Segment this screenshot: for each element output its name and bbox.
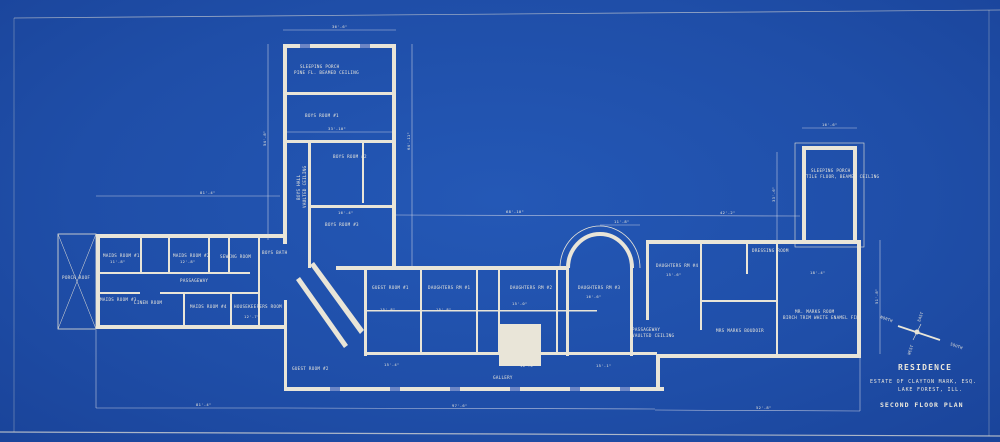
room-label: PASSAGEWAY <box>632 327 660 332</box>
dimension-label: 33'-10" <box>328 126 346 131</box>
dimension-label: 11'-8" <box>110 259 126 264</box>
room-labels: SLEEPING PORCH PINE FL. BEAMED CEILING B… <box>62 64 880 380</box>
dimension-label: 12'-7" <box>244 314 260 319</box>
dimension-label: 16'-4" <box>520 363 536 368</box>
dimension-label: 97'-6" <box>452 403 468 408</box>
room-label: MAIDS ROOM #3 <box>100 297 137 302</box>
room-label: MAIDS ROOM #2 <box>173 253 210 258</box>
dimension-label: 54'-8" <box>262 130 267 146</box>
dimension-label: 18'-4" <box>810 270 826 275</box>
room-label: DRESSING ROOM <box>752 248 789 253</box>
room-label: TILE FLOOR, BEAMED CEILING <box>806 174 880 179</box>
room-label: BOYS ROOM #1 <box>305 113 339 118</box>
room-label: VAULTED CEILING <box>302 166 307 208</box>
dimension-label: 16'-6" <box>586 294 602 299</box>
room-label: SLEEPING PORCH <box>811 168 851 173</box>
dimension-label: 51'-8" <box>874 288 879 304</box>
room-label: BOYS ROOM #3 <box>325 222 359 227</box>
room-label: BIRCH TRIM WHITE ENAMEL FIN. <box>783 315 862 320</box>
room-label: PINE FL. BEAMED CEILING <box>294 70 359 75</box>
room-label: DAUGHTERS RM #4 <box>656 263 698 268</box>
compass-east-label: EAST <box>916 311 924 323</box>
dimension-label: 12'-8" <box>180 259 196 264</box>
estate-location: LAKE FOREST, ILL. <box>898 387 963 393</box>
room-label: BOYS HALL <box>296 174 301 200</box>
room-label: BOYS ROOM #2 <box>333 154 367 159</box>
room-label: GUEST ROOM #1 <box>372 285 409 290</box>
dimension-label: 64'-11" <box>406 132 411 150</box>
room-label: DAUGHTERS RM #1 <box>428 285 470 290</box>
dimension-label: 36'-6" <box>332 24 348 29</box>
room-label: LINEN ROOM <box>134 300 162 305</box>
room-label: MAIDS ROOM #1 <box>103 253 140 258</box>
drawing-title: RESIDENCE <box>898 363 952 372</box>
dimension-label: 15'-8" <box>380 307 396 312</box>
dimension-label: 15'-6" <box>666 272 682 277</box>
room-label: DAUGHTERS RM #2 <box>510 285 552 290</box>
room-label: PORCH ROOF <box>62 275 90 280</box>
room-label: MRS MARKS BOUDOIR <box>716 328 764 333</box>
room-label: VAULTED CEILING <box>632 333 674 338</box>
dimension-label: 42'-2" <box>720 210 736 215</box>
room-label: DAUGHTERS RM #3 <box>578 285 620 290</box>
room-label: BOYS BATH <box>262 250 288 255</box>
room-label: PASSAGEWAY <box>180 278 208 283</box>
dimension-label: 81'-4" <box>196 402 212 407</box>
dimension-labels: 36'-6" 33'-10" 54'-8" 64'-11" 81'-4" 68'… <box>110 24 879 410</box>
room-label: GALLERY <box>493 375 513 380</box>
dimension-label: 68'-10" <box>506 209 524 214</box>
dimension-label: 52'-8" <box>756 405 772 410</box>
compass-north-label: NORTH <box>880 314 894 323</box>
room-label: HOUSEKEEPERS ROOM <box>234 304 282 309</box>
compass-rose: NORTH EAST SOUTH WEST <box>880 311 964 356</box>
estate-name: ESTATE OF CLAYTON MARK, ESQ. <box>870 379 977 385</box>
compass-south-label: SOUTH <box>950 341 964 350</box>
sheet-name: SECOND FLOOR PLAN <box>880 401 964 409</box>
dimension-label: 16'-4" <box>338 210 354 215</box>
walls <box>57 44 865 391</box>
compass-west-label: WEST <box>906 344 914 356</box>
room-label: MR. MARKS ROOM <box>795 309 835 314</box>
dimension-label: 81'-4" <box>200 190 216 195</box>
title-block: RESIDENCE ESTATE OF CLAYTON MARK, ESQ. L… <box>870 363 977 409</box>
room-label: SEWING ROOM <box>220 254 251 259</box>
dimension-label: 15'-8" <box>436 307 452 312</box>
dimension-label: 11'-8" <box>614 219 630 224</box>
room-label: MAIDS ROOM #4 <box>190 304 227 309</box>
dimension-label: 16'-6" <box>822 122 838 127</box>
dimension-label: 33'-6" <box>771 186 776 202</box>
room-label: SLEEPING PORCH <box>300 64 340 69</box>
room-label: GUEST ROOM #2 <box>292 366 329 371</box>
dimension-label: 15'-4" <box>384 362 400 367</box>
dimension-lines <box>95 29 881 412</box>
dimension-label: 15'-1" <box>596 363 612 368</box>
dimension-label: 15'-0" <box>512 301 528 306</box>
sheet-border <box>0 9 1000 437</box>
